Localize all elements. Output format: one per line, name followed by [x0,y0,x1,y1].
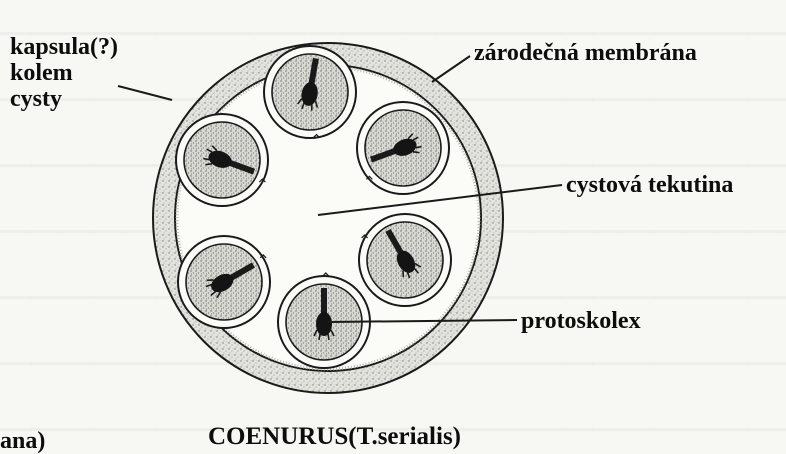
brood-capsule [176,114,268,206]
brood-capsule [264,46,356,138]
leader-membrane [432,56,470,82]
brood-capsule [357,102,449,194]
brood-capsule [359,214,451,306]
label-capsule: kapsula(?) kolem cysty [10,34,118,112]
label-capsule-line3: cysty [10,86,118,112]
brood-capsule [178,236,270,328]
leader-capsule [118,86,172,100]
label-protoscolex: protoskolex [521,308,641,334]
label-capsule-line1: kapsula(?) [10,34,118,60]
label-germinal-membrane: zárodečná membrána [474,40,697,66]
label-cyst-fluid: cystová tekutina [566,172,733,198]
figure-caption: COENURUS(T.serialis) [208,424,461,450]
cutoff-caption-fragment: ana) [0,428,45,454]
label-capsule-line2: kolem [10,60,118,86]
